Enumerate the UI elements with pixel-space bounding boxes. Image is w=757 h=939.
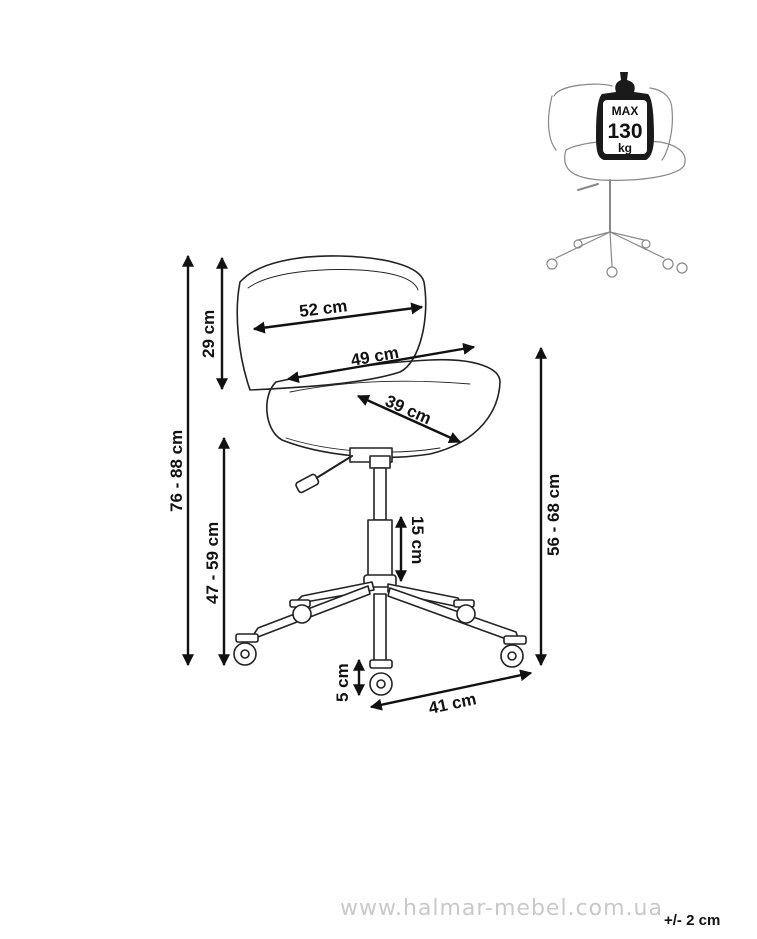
label-backrest-height: 29 cm: [199, 310, 218, 358]
caster: [369, 659, 393, 696]
label-seat-depth: 39 cm: [382, 391, 434, 428]
caster: [233, 633, 259, 666]
tolerance-note: +/- 2 cm: [664, 912, 721, 929]
capacity-value: 130: [607, 120, 642, 143]
chair-drawing: [233, 255, 527, 696]
label-adjust-range: 15 cm: [408, 516, 427, 564]
caster: [453, 599, 476, 624]
weight-capacity-illustration: MAX 130 kg: [546, 72, 688, 278]
label-seat-width: 49 cm: [349, 343, 400, 370]
caster: [289, 599, 312, 624]
weight-icon: [596, 72, 654, 160]
capacity-max-label: MAX: [612, 104, 639, 118]
gas-lift-upper: [373, 467, 387, 521]
label-seat-height: 47 - 59 cm: [203, 522, 222, 604]
label-caster-height: 5 cm: [333, 663, 352, 702]
gas-lift-lower: [367, 519, 393, 583]
label-total-height: 76 - 88 cm: [167, 430, 186, 512]
dimension-arrows: [182, 254, 547, 711]
capacity-unit: kg: [618, 141, 632, 155]
label-height-right: 56 - 68 cm: [544, 474, 563, 556]
caster: [500, 635, 527, 668]
base-leg: [373, 593, 387, 663]
watermark: www.halmar-mebel.com.ua: [340, 896, 663, 921]
